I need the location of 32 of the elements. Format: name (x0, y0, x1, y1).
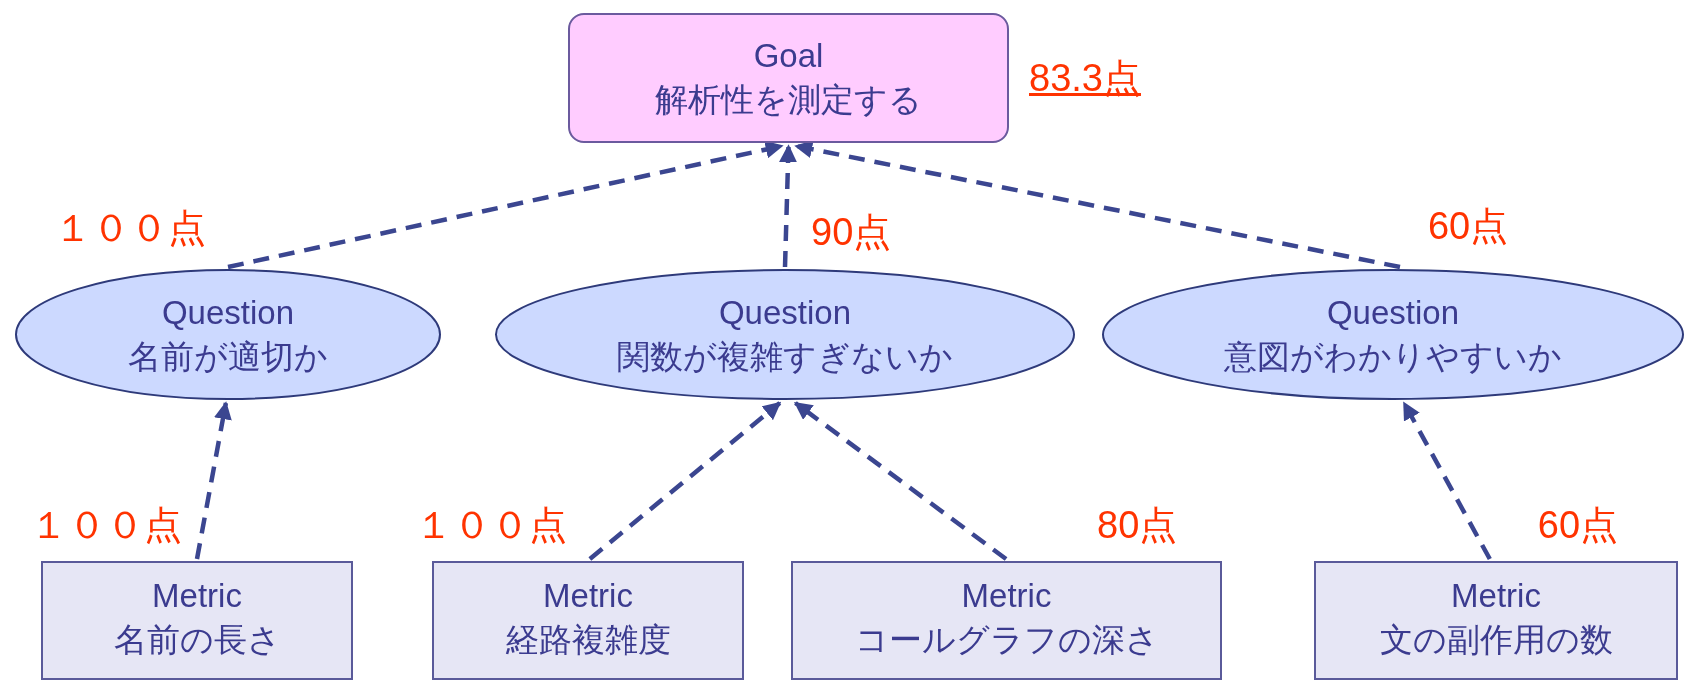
score-label: 83.3点 (1029, 56, 1141, 100)
dashed-arrow (588, 401, 782, 561)
node-text: 名前の長さ (113, 619, 281, 660)
node-text: 関数が複雑すぎないか (617, 336, 953, 377)
dashed-arrow (794, 401, 1008, 561)
dashed-arrow (794, 140, 1401, 270)
node-text: 文の副作用の数 (1379, 619, 1613, 660)
node-text: 経路複雑度 (505, 619, 671, 660)
node-heading: Metric (152, 575, 242, 616)
dashed-arrow (779, 144, 798, 268)
node-text: 解析性を測定する (655, 80, 922, 120)
node-heading: Metric (543, 575, 633, 616)
node-heading: Question (161, 292, 295, 333)
metric-box (791, 561, 1222, 680)
question-ellipse (495, 269, 1075, 400)
node-heading: Question (718, 292, 852, 333)
node-heading: Question (1326, 292, 1460, 333)
node-heading: Metric (1451, 575, 1541, 616)
metric-box (432, 561, 744, 680)
node-text: コールグラフの深さ (854, 619, 1159, 660)
dashed-arrow (227, 140, 784, 270)
node-text: 意図がわかりやすいか (1224, 336, 1562, 377)
question-ellipse (1102, 269, 1684, 400)
node-heading: Metric (961, 575, 1052, 616)
dashed-arrow (1402, 401, 1492, 561)
metric-box (41, 561, 353, 680)
node-heading: Goal (753, 36, 824, 76)
node-text: 名前が適切か (128, 336, 328, 377)
goal-box (568, 13, 1009, 143)
dashed-arrow (194, 401, 232, 560)
metric-box (1314, 561, 1678, 680)
question-ellipse (15, 269, 441, 400)
